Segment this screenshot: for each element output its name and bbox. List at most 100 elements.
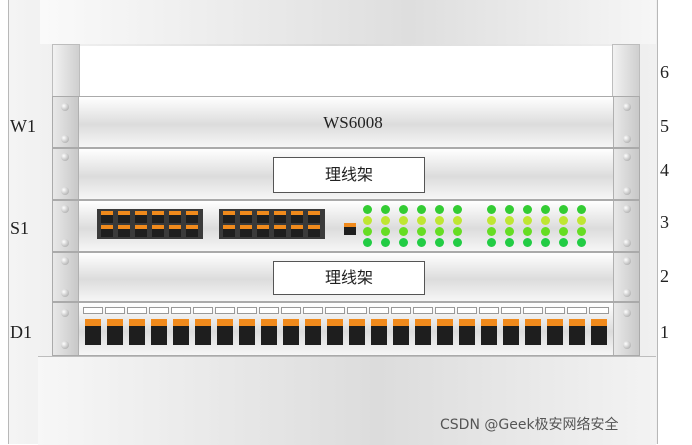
d1-patch-port[interactable] [217,319,233,345]
d1-patch-port[interactable] [547,319,563,345]
d1-patch-port[interactable] [415,319,431,345]
rack-ear-right [613,303,639,355]
status-led-icon [487,227,496,236]
s1-ethernet-port[interactable] [223,225,235,237]
status-led-icon [487,216,496,225]
d1-patch-port[interactable] [569,319,585,345]
device-d1-patch-panel[interactable] [52,302,640,356]
d1-port-label-strip [325,307,345,314]
status-led-icon [541,227,550,236]
cable-manager-upper[interactable]: 理线架 [52,148,640,200]
status-led-icon [523,227,532,236]
d1-patch-port[interactable] [107,319,123,345]
rack-bottom-panel [38,356,656,445]
s1-ethernet-port[interactable] [291,211,303,223]
s1-ethernet-port[interactable] [169,225,181,237]
d1-port-label-strip [391,307,411,314]
status-led-icon [399,205,408,214]
screw-icon [61,103,69,111]
d1-patch-port[interactable] [459,319,475,345]
d1-port-label-strip [83,307,103,314]
d1-patch-port[interactable] [305,319,321,345]
status-led-icon [541,205,550,214]
d1-patch-port[interactable] [503,319,519,345]
d1-port-label-strip [171,307,191,314]
screw-icon [61,187,69,195]
status-led-icon [453,238,462,247]
d1-patch-port[interactable] [591,319,607,345]
status-led-icon [363,227,372,236]
s1-ethernet-port[interactable] [257,225,269,237]
d1-patch-port[interactable] [151,319,167,345]
s1-ethernet-port[interactable] [152,225,164,237]
rack-ear-left [53,97,79,147]
rack-ear-right [613,201,639,251]
d1-patch-port[interactable] [239,319,255,345]
s1-ethernet-port[interactable] [186,225,198,237]
cable-manager-upper-label: 理线架 [273,157,425,193]
d1-patch-port[interactable] [327,319,343,345]
d1-patch-port[interactable] [283,319,299,345]
screw-icon [623,289,631,297]
d1-patch-port[interactable] [349,319,365,345]
row-label-s1: S1 [10,218,30,238]
device-s1-switch[interactable] [52,200,640,252]
d1-patch-port[interactable] [129,319,145,345]
s1-ethernet-port[interactable] [169,211,181,223]
status-led-icon [417,227,426,236]
s1-ethernet-port[interactable] [257,211,269,223]
status-led-icon [417,216,426,225]
row-label-w1: W1 [10,116,36,136]
device-w1[interactable]: WS6008 [52,96,640,148]
status-led-icon [559,216,568,225]
rack-ear-right [613,149,639,199]
cable-manager-lower[interactable]: 理线架 [52,252,640,302]
d1-patch-port[interactable] [261,319,277,345]
status-led-icon [381,216,390,225]
s1-uplink-port[interactable] [343,223,359,237]
d1-patch-port[interactable] [393,319,409,345]
s1-ethernet-port[interactable] [308,225,320,237]
s1-ethernet-port[interactable] [135,211,147,223]
status-led-icon [577,238,586,247]
s1-ethernet-port[interactable] [101,211,113,223]
screw-icon [61,341,69,349]
status-led-icon [453,205,462,214]
status-led-icon [435,238,444,247]
s1-ethernet-port[interactable] [240,225,252,237]
d1-patch-port[interactable] [437,319,453,345]
d1-port-label-strip [567,307,587,314]
s1-ethernet-port[interactable] [135,225,147,237]
s1-uplink-port-socket[interactable] [344,223,356,235]
d1-patch-port[interactable] [173,319,189,345]
d1-patch-port[interactable] [195,319,211,345]
unit-number-6: 6 [660,62,669,82]
d1-port-label-strip [149,307,169,314]
rack-ear-right [613,97,639,147]
s1-ethernet-port[interactable] [186,211,198,223]
status-led-icon [453,216,462,225]
screw-icon [61,135,69,143]
d1-patch-port[interactable] [481,319,497,345]
s1-ethernet-port[interactable] [152,211,164,223]
status-led-icon [487,205,496,214]
rack-ear-left [53,149,79,199]
status-led-icon [399,238,408,247]
d1-patch-port[interactable] [371,319,387,345]
s1-ethernet-port[interactable] [274,225,286,237]
s1-ethernet-port[interactable] [101,225,113,237]
status-led-icon [505,227,514,236]
status-led-icon [523,238,532,247]
s1-ethernet-port[interactable] [291,225,303,237]
s1-ethernet-port[interactable] [118,211,130,223]
d1-port-label-strip [193,307,213,314]
s1-ethernet-port[interactable] [118,225,130,237]
d1-patch-port[interactable] [85,319,101,345]
d1-patch-port[interactable] [525,319,541,345]
screw-icon [623,341,631,349]
s1-ethernet-port[interactable] [274,211,286,223]
s1-ethernet-port[interactable] [240,211,252,223]
unit-number-3: 3 [660,212,669,232]
s1-ethernet-port[interactable] [223,211,235,223]
s1-ethernet-port[interactable] [308,211,320,223]
